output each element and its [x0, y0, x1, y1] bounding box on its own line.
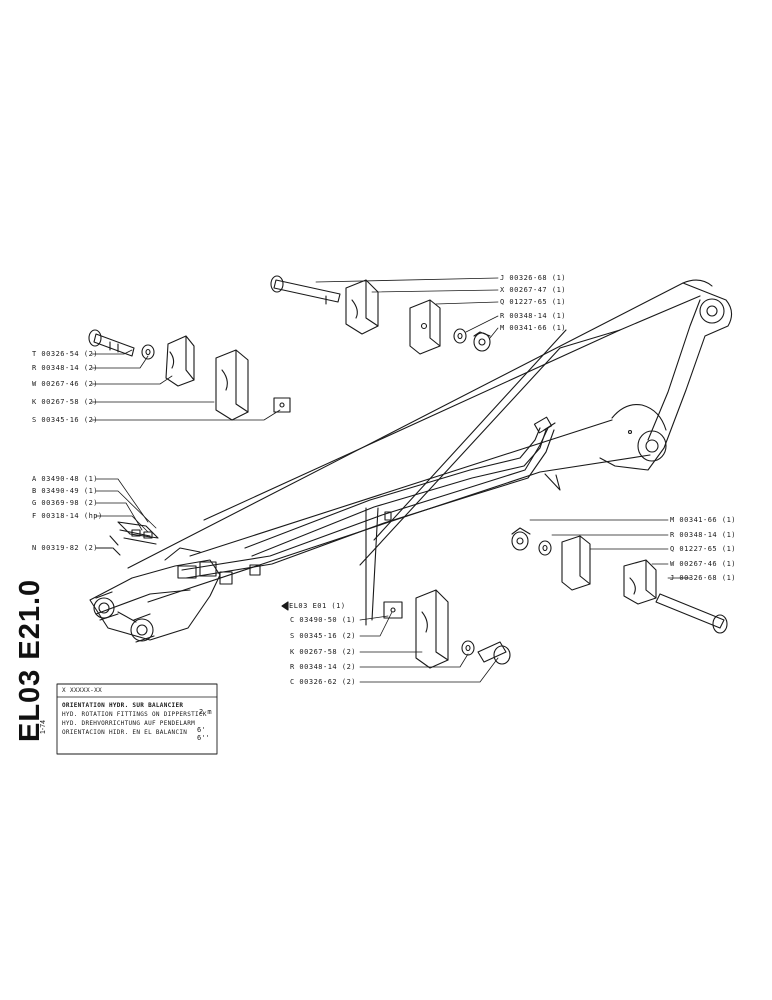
callout-left-mid-2: B 03490-49 (1) [32, 487, 99, 495]
callout-left-mid-3: G 00369-98 (2) [32, 499, 99, 507]
callout-upper-left-2: R 00348-14 (2) [32, 364, 99, 372]
callout-left-mid-5: N 00319-82 (2) [32, 544, 99, 552]
size-imperial: 6' 6'' [197, 726, 210, 742]
callout-upper-left-1: T 00326-54 (2) [32, 350, 99, 358]
callout-bottom-center-1: C 03490-50 (1) [290, 616, 357, 624]
callout-left-mid-1: A 03490-48 (1) [32, 475, 99, 483]
callout-right-mid-2: R 00348-14 (1) [670, 531, 737, 539]
title-line-es: ORIENTACION HIDR. EN EL BALANCIN [62, 729, 188, 736]
callout-upper-left-3: W 00267-46 (2) [32, 380, 99, 388]
callout-right-mid-3: Q 01227-65 (1) [670, 545, 737, 553]
callout-bottom-center-2: S 00345-16 (2) [290, 632, 357, 640]
title-line-fr: ORIENTATION HYDR. SUR BALANCIER [62, 702, 184, 709]
parts-group-right-mid [511, 527, 728, 634]
callout-right-mid-5: J 00326-68 (1) [670, 574, 737, 582]
callout-top-right-4: R 00348-14 (1) [500, 312, 567, 320]
dipperstick-arm [127, 279, 733, 626]
sheet-code: EL03 E21.0 [14, 578, 46, 742]
parts-group-bottom-center [383, 589, 511, 669]
size-metric: 2 m [199, 708, 212, 716]
title-line-de: HYD. DREHVORRICHTUNG AUF PENDELARM [62, 720, 196, 727]
parts-group-top-right [270, 275, 491, 355]
title-box-code: X XXXXX-XX [62, 687, 103, 694]
title-box: X XXXXX-XX ORIENTATION HYDR. SUR BALANCI… [57, 684, 217, 754]
callout-right-mid-4: W 00267-46 (1) [670, 560, 737, 568]
callout-upper-left-5: S 00345-16 (2) [32, 416, 99, 424]
hydraulic-pipes [177, 416, 556, 585]
sheet-date: 1-74 [40, 719, 47, 734]
callout-bottom-center-3: K 00267-58 (2) [290, 648, 357, 656]
callout-left-mid-4: F 00318-14 (hp) [32, 512, 103, 520]
callout-bottom-center-4: R 00348-14 (2) [290, 663, 357, 671]
leader-lines [91, 277, 691, 683]
title-box-frame [56, 683, 218, 755]
reference-label: EL03 E01 (1) [289, 602, 346, 610]
callout-bottom-center-5: C 00326-62 (2) [290, 678, 357, 686]
callout-upper-left-4: K 00267-58 (2) [32, 398, 99, 406]
callout-top-right-3: Q 01227-65 (1) [500, 298, 567, 306]
callout-right-mid-1: M 00341-66 (1) [670, 516, 737, 524]
callout-top-right-1: J 00326-68 (1) [500, 274, 567, 282]
hose-fittings-assembly [95, 521, 159, 556]
callout-top-right-5: M 00341-66 (1) [500, 324, 567, 332]
reference-arrow [281, 601, 289, 611]
dipperstick-fork-end [89, 547, 221, 643]
parts-group-upper-left [88, 329, 291, 421]
callout-top-right-2: X 00267-47 (1) [500, 286, 567, 294]
title-line-en: HYD. ROTATION FITTINGS ON DIPPERSTICK [62, 711, 207, 718]
